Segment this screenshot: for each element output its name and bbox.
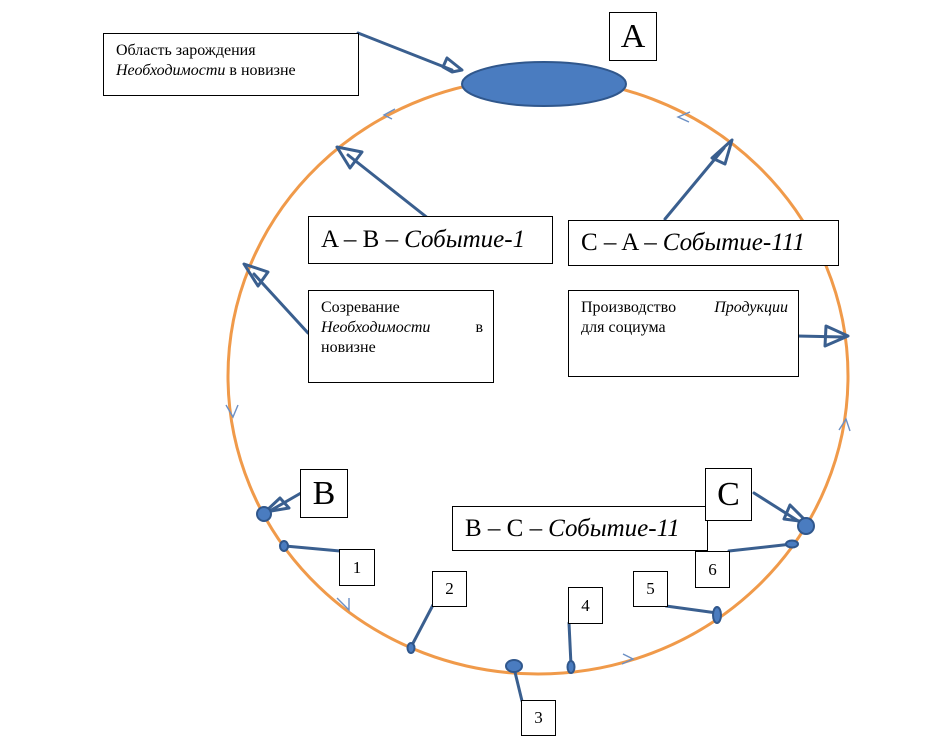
origin-note-line2: Необходимости в новизне bbox=[116, 61, 348, 81]
origin-note-line1: Область зарождения bbox=[116, 42, 256, 59]
maturation-note-line1: Созревание bbox=[321, 299, 400, 316]
production-note: Производство Продукции для социума bbox=[568, 290, 799, 377]
arrowhead-icon bbox=[441, 56, 464, 74]
arrowhead-icon bbox=[242, 262, 270, 288]
event-ca-box: C – A – Событие-111 bbox=[568, 220, 839, 266]
point-a-marker bbox=[461, 61, 627, 107]
point-b-label: B bbox=[300, 469, 348, 518]
event-ca-name: Событие-111 bbox=[662, 229, 806, 256]
event-bc-prefix: B – C – bbox=[465, 514, 543, 542]
event-ab-prefix: A – B – bbox=[321, 226, 399, 253]
direction-arrows bbox=[225, 108, 851, 665]
point-b-marker bbox=[256, 506, 272, 522]
connector-stage-2 bbox=[409, 603, 435, 649]
arrowhead-icon bbox=[782, 503, 809, 524]
stage-4-label: 4 bbox=[568, 587, 603, 624]
arrowhead-icon bbox=[335, 145, 364, 170]
event-ab-name: Событие-1 bbox=[404, 226, 526, 253]
origin-note: Область зарождения Необходимости в новиз… bbox=[103, 33, 359, 96]
arrowhead-icon bbox=[823, 324, 850, 348]
point-a-label: A bbox=[609, 12, 657, 61]
stage-4-marker bbox=[566, 660, 576, 674]
event-bc-box: B – C – Событие-11 bbox=[452, 506, 708, 551]
arrowhead-icon bbox=[263, 496, 291, 514]
stage-1-label: 1 bbox=[339, 549, 375, 586]
maturation-note-line2: Необходимости в bbox=[321, 318, 483, 338]
connector-origin-note bbox=[356, 31, 454, 72]
connector-production-note bbox=[795, 334, 846, 339]
stage-5-marker bbox=[712, 606, 722, 624]
maturation-note-line3: новизне bbox=[321, 339, 376, 356]
stage-6-marker bbox=[785, 539, 799, 549]
stage-4-text: 4 bbox=[581, 595, 590, 615]
event-ca-prefix: C – A – bbox=[581, 229, 657, 256]
production-note-italic: Продукции bbox=[714, 299, 788, 316]
connector-stage-1 bbox=[283, 544, 342, 553]
stage-3-marker bbox=[505, 659, 523, 673]
event-ab-box: A – B – Событие-1 bbox=[308, 216, 553, 264]
point-c-label: C bbox=[705, 468, 752, 521]
direction-arrow-icon bbox=[621, 653, 635, 665]
origin-note-rest: в новизне bbox=[229, 62, 296, 79]
stage-6-text: 6 bbox=[708, 559, 717, 579]
point-c-text: C bbox=[717, 475, 740, 513]
direction-arrow-icon bbox=[676, 111, 691, 123]
stage-5-label: 5 bbox=[633, 571, 668, 607]
point-a-text: A bbox=[620, 17, 646, 55]
connector-maturation-note bbox=[252, 272, 310, 335]
connector-stage-3 bbox=[512, 666, 524, 703]
point-c-marker bbox=[797, 517, 815, 535]
maturation-note: Созревание Необходимости в новизне bbox=[308, 290, 494, 383]
stage-2-text: 2 bbox=[445, 579, 454, 598]
event-bc-name: Событие-11 bbox=[548, 514, 680, 542]
maturation-note-italic: Необходимости bbox=[321, 319, 431, 336]
direction-arrow-icon bbox=[225, 404, 239, 419]
arrowhead-icon bbox=[710, 138, 734, 166]
origin-note-italic: Необходимости bbox=[116, 62, 226, 79]
stage-2-marker bbox=[406, 642, 416, 654]
connector-point-c bbox=[752, 491, 805, 526]
point-b-text: B bbox=[312, 474, 336, 512]
stage-1-text: 1 bbox=[352, 557, 362, 577]
production-note-line2: для социума bbox=[581, 319, 666, 336]
stage-6-label: 6 bbox=[695, 551, 730, 588]
stage-1-marker bbox=[279, 540, 289, 552]
stage-3-label: 3 bbox=[521, 700, 556, 736]
direction-arrow-icon bbox=[336, 597, 350, 612]
connector-stage-6 bbox=[727, 542, 794, 553]
stage-3-text: 3 bbox=[534, 708, 543, 727]
connector-stage-4 bbox=[567, 621, 573, 667]
connector-event-ab bbox=[346, 153, 431, 221]
production-note-word: Производство bbox=[581, 299, 677, 316]
direction-arrow-icon bbox=[382, 108, 396, 120]
stage-2-label: 2 bbox=[432, 571, 467, 607]
connector-stage-5 bbox=[664, 604, 719, 615]
stage-5-text: 5 bbox=[646, 579, 655, 598]
maturation-note-word: в bbox=[475, 319, 483, 336]
direction-arrow-icon bbox=[838, 417, 851, 432]
production-note-line1: Производство Продукции bbox=[581, 298, 788, 318]
